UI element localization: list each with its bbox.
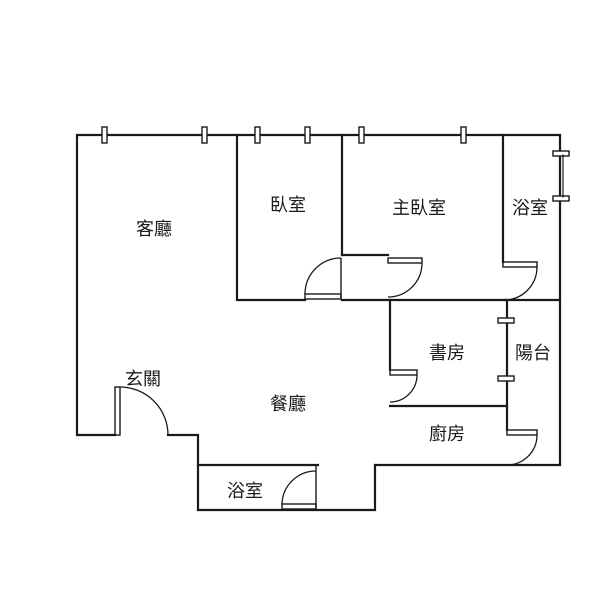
label-balcony: 陽台 [515, 343, 551, 364]
window-marker [552, 150, 570, 157]
windows [101, 126, 570, 382]
study-door [389, 369, 418, 403]
window-marker [254, 126, 261, 144]
label-bathroom-bottom: 浴室 [227, 481, 263, 502]
bedroom-door [304, 257, 342, 300]
window-marker [497, 375, 515, 382]
window-marker [460, 126, 467, 144]
room-labels: 客廳 臥室 主臥室 浴室 書房 陽台 玄關 餐廳 廚房 浴室 [125, 195, 551, 502]
master-bath-door [502, 261, 538, 301]
label-bathroom-top: 浴室 [512, 198, 548, 219]
kitchen-door [506, 429, 538, 466]
window-marker [304, 126, 311, 144]
master-bedroom-door [387, 257, 423, 298]
doors [114, 257, 538, 510]
outer-walls [75, 133, 562, 512]
bathroom-bottom-door [281, 465, 317, 510]
window-marker [552, 195, 570, 202]
label-living-room: 客廳 [136, 219, 172, 240]
label-entrance: 玄關 [125, 369, 161, 390]
label-kitchen: 廚房 [429, 423, 465, 445]
window-marker [358, 126, 365, 144]
label-master-bedroom: 主臥室 [392, 198, 446, 219]
entrance-door [114, 386, 169, 436]
window-marker [497, 317, 515, 324]
interior-walls [196, 133, 562, 467]
outer-wall-left [75, 133, 562, 512]
label-bedroom: 臥室 [270, 195, 306, 216]
window-marker [201, 126, 208, 144]
bedroom-wall [235, 133, 307, 302]
window-marker [101, 126, 108, 144]
label-dining-room: 餐廳 [270, 394, 306, 415]
label-study: 書房 [429, 343, 465, 364]
